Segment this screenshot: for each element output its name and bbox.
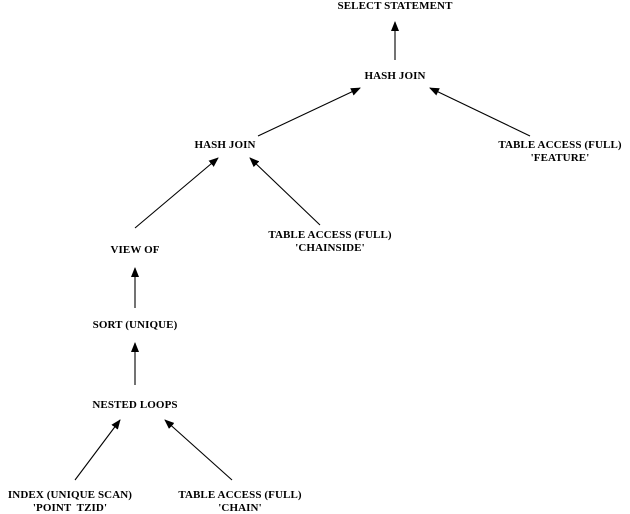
node-label: TABLE ACCESS (FULL) — [178, 489, 302, 501]
node-hash-join-inner: HASH JOIN — [175, 139, 275, 152]
node-select-statement: SELECT STATEMENT — [325, 0, 465, 13]
node-object: 'FEATURE' — [530, 152, 590, 164]
node-label: SORT (UNIQUE) — [92, 319, 178, 331]
node-label: NESTED LOOPS — [92, 399, 178, 411]
edge-chainside-to-hashjoininner — [249, 157, 321, 226]
node-object: 'CHAIN' — [218, 502, 262, 514]
edge-feature-to-hashjointop — [429, 87, 531, 137]
node-table-access-feature: TABLE ACCESS (FULL) 'FEATURE' — [480, 139, 630, 165]
node-index-unique-scan: INDEX (UNIQUE SCAN) 'POINT TZID' — [0, 489, 140, 514]
node-label: HASH JOIN — [364, 70, 426, 82]
node-view-of: VIEW OF — [90, 244, 180, 257]
node-label: INDEX (UNIQUE SCAN) — [7, 489, 133, 501]
edge-hashjoininner-to-hashjointop — [257, 87, 361, 137]
node-object: 'POINT TZID' — [32, 502, 108, 514]
node-table-access-chainside: TABLE ACCESS (FULL) 'CHAINSIDE' — [250, 229, 410, 255]
node-nested-loops: NESTED LOOPS — [75, 399, 195, 412]
edge-viewof-to-hashjoininner — [134, 157, 219, 229]
node-hash-join-top: HASH JOIN — [345, 70, 445, 83]
node-label: TABLE ACCESS (FULL) — [498, 139, 622, 151]
node-label: HASH JOIN — [194, 139, 256, 151]
node-sort-unique: SORT (UNIQUE) — [75, 319, 195, 332]
node-label: TABLE ACCESS (FULL) — [268, 229, 392, 241]
node-label: VIEW OF — [110, 244, 160, 256]
edge-chain-to-nestedloops — [164, 419, 233, 481]
node-label: SELECT STATEMENT — [337, 0, 453, 12]
node-object: 'CHAINSIDE' — [295, 242, 365, 254]
node-table-access-chain: TABLE ACCESS (FULL) 'CHAIN' — [160, 489, 320, 514]
edge-index-to-nestedloops — [74, 419, 121, 481]
